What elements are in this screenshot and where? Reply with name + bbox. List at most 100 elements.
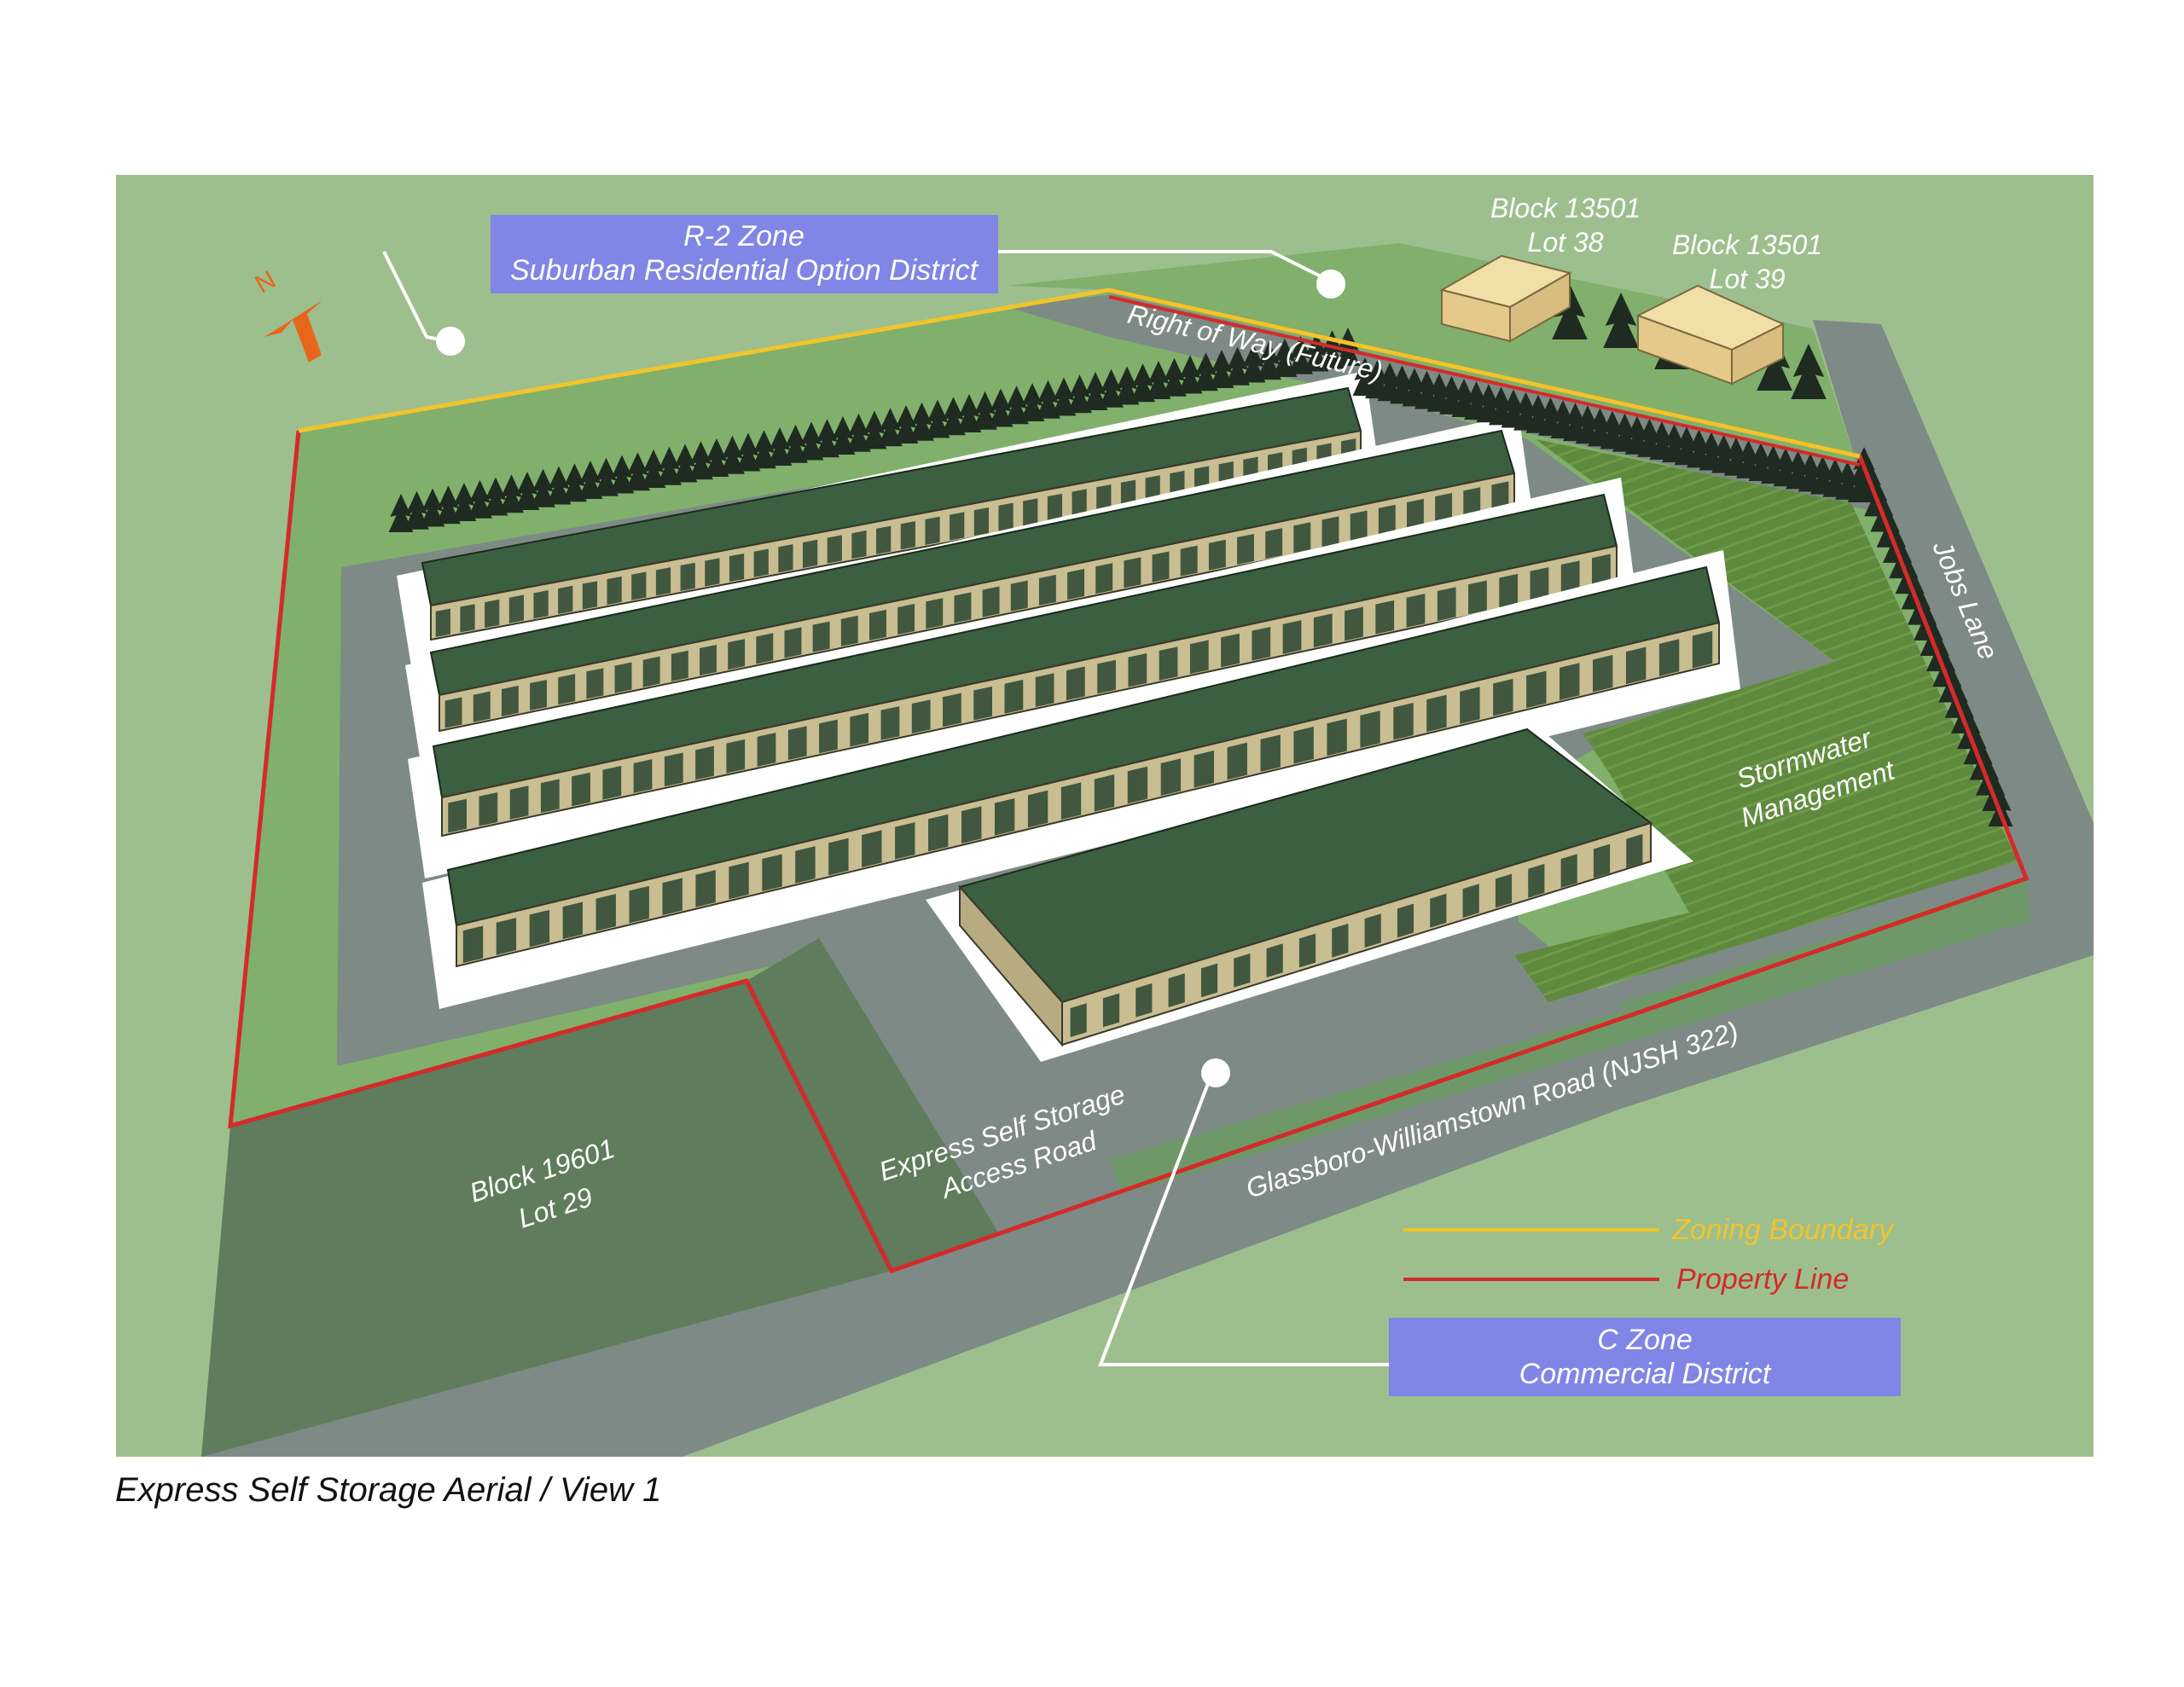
storage-door: [1097, 659, 1116, 694]
storage-building: [422, 550, 1740, 1009]
storage-door: [1375, 600, 1395, 635]
storage-door: [1491, 481, 1509, 513]
storage-door: [897, 604, 915, 635]
storage-door: [1221, 633, 1240, 668]
tree-icon: [956, 394, 982, 432]
storage-door: [729, 861, 749, 900]
storage-door: [1004, 680, 1024, 714]
storage-door: [602, 765, 622, 800]
storage-door: [943, 693, 961, 728]
storage-door: [1593, 844, 1611, 878]
tree-icon: [1099, 368, 1124, 408]
storage-door: [728, 639, 746, 670]
house-lot-38: [1439, 254, 1572, 343]
tree-icon: [499, 474, 524, 513]
storage-door: [795, 846, 816, 884]
tree-icon: [815, 419, 839, 458]
storage-door: [1327, 718, 1347, 757]
storage-door: [1266, 943, 1283, 978]
storage-door: [1468, 580, 1487, 615]
storage-door: [1530, 567, 1549, 601]
tree-icon: [735, 432, 761, 472]
tree-icon: [1988, 788, 2013, 826]
storage-door: [726, 739, 746, 774]
storage-door: [876, 525, 892, 554]
storage-door: [1463, 487, 1481, 519]
block-19601-lot: [201, 981, 892, 1457]
storage-door: [925, 516, 940, 546]
storage-door: [1345, 606, 1363, 641]
storage-door: [1208, 539, 1226, 571]
storage-door: [1102, 993, 1120, 1028]
jobs-lane-road: [1813, 320, 2094, 883]
storage-door: [812, 621, 830, 652]
storage-door: [1282, 620, 1302, 654]
tree-icon: [1304, 333, 1329, 372]
storage-door: [1493, 678, 1513, 716]
storage-door: [900, 521, 915, 550]
tree-icon: [941, 397, 966, 436]
storage-door: [851, 530, 867, 559]
storage-door: [1350, 510, 1368, 542]
callout-leaders: [382, 250, 1391, 1366]
c-zone-subtitle: Commercial District: [1519, 1358, 1772, 1390]
tree-icon: [909, 402, 934, 441]
storage-door: [1462, 884, 1479, 919]
storage-door: [1293, 726, 1314, 764]
legend-property-line: Property Line: [1676, 1263, 1849, 1296]
storage-door: [827, 535, 842, 564]
tree-icon: [1130, 363, 1155, 403]
tree-icon: [704, 438, 729, 477]
tree-icon: [1320, 330, 1345, 369]
storage-door: [631, 571, 647, 600]
storage-door: [1407, 498, 1424, 530]
tree-icon: [1257, 341, 1281, 380]
storage-door: [819, 719, 838, 754]
tree-icon: [436, 485, 461, 525]
tree-icon: [672, 443, 698, 483]
storage-door: [1260, 734, 1281, 772]
storage-door: [1200, 963, 1218, 998]
storage-door: [998, 502, 1014, 531]
storage-door: [1237, 533, 1254, 565]
storage-door: [926, 598, 944, 629]
storage-door: [562, 901, 583, 940]
tree-row: [388, 284, 2013, 826]
tree-icon: [594, 457, 619, 496]
house-lot-39: [1635, 284, 1786, 386]
stormwater-inner: [1583, 665, 1962, 904]
climate-controlled-building: [926, 725, 1693, 1062]
storage-door: [695, 745, 714, 780]
legend: Zoning Boundary Property Line: [1403, 1214, 1895, 1296]
storage-door: [586, 668, 604, 699]
storage-door: [460, 604, 475, 633]
tree-icon: [562, 463, 587, 502]
tree-icon: [925, 399, 950, 438]
storage-door: [1066, 666, 1085, 701]
zoning-boundary: [298, 287, 1861, 459]
storage-door: [1560, 560, 1580, 594]
tree-icon: [546, 466, 572, 505]
storage-door: [508, 594, 524, 623]
tree-icon: [893, 405, 919, 443]
storage-door: [529, 909, 550, 948]
tree-icon: [609, 455, 635, 494]
storage-door: [950, 512, 965, 541]
storage-door: [671, 650, 688, 681]
storage-door: [1136, 983, 1153, 1017]
storage-door: [1321, 516, 1339, 548]
storage-door: [435, 608, 450, 637]
storage-door: [496, 918, 517, 955]
storage-door: [501, 685, 519, 716]
storage-door: [1265, 528, 1283, 559]
r2-zone-callout: R-2 Zone Suburban Residential Option Dis…: [491, 215, 998, 293]
storage-door: [1189, 640, 1209, 675]
page-caption: Express Self Storage Aerial / View 1: [115, 1471, 662, 1509]
storage-door: [762, 854, 782, 892]
storage-door: [1658, 639, 1680, 676]
tree-icon: [1603, 293, 1639, 348]
storage-door: [1067, 569, 1084, 600]
storage-door: [530, 680, 547, 711]
storage-door: [1168, 973, 1185, 1008]
c-zone-callout: C Zone Commercial District: [1389, 1318, 1901, 1396]
